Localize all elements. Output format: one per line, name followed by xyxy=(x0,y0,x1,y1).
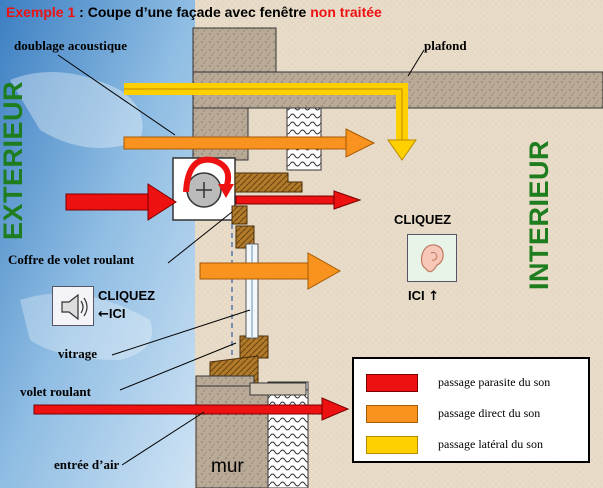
arrow-up-icon: ↑ xyxy=(428,289,440,304)
label-coffre: Coffre de volet roulant xyxy=(8,252,135,267)
legend-label: passage latéral du son xyxy=(438,437,543,451)
label-entree: entrée d’air xyxy=(54,457,120,472)
ici-right: ICI ↑ xyxy=(408,288,439,304)
cliquez-right-text: CLIQUEZ xyxy=(394,212,452,227)
legend-item: passage latéral du son xyxy=(366,436,586,454)
title-body: : Coupe d’une façade avec fenêtre xyxy=(75,4,311,20)
speaker-click-zone[interactable]: CLIQUEZ ←ICI xyxy=(52,286,172,330)
parasitic-sound-arrow-vent xyxy=(33,397,350,421)
diagram-title: Exemple 1 : Coupe d’une façade avec fenê… xyxy=(6,4,382,20)
direct-sound-arrow-upper xyxy=(123,128,376,158)
ear-icon[interactable] xyxy=(407,234,457,282)
parasitic-sound-arrow-box xyxy=(65,183,177,221)
shutter-box-curved-arrow xyxy=(183,156,234,198)
lateral-sound-arrow xyxy=(124,83,417,161)
parasitic-sound-arrow-frame xyxy=(235,190,362,210)
legend-swatch-direct xyxy=(366,405,418,423)
legend-item: passage direct du son xyxy=(366,405,586,423)
ear-click-zone[interactable]: CLIQUEZ ICI ↑ xyxy=(392,212,472,304)
legend-label: passage parasite du son xyxy=(438,375,551,389)
legend-label: passage direct du son xyxy=(438,406,541,420)
legend-swatch-lateral xyxy=(366,436,418,454)
label-interieur: INTERIEUR xyxy=(524,139,554,290)
label-volet: volet roulant xyxy=(20,384,91,399)
label-plafond: plafond xyxy=(424,38,467,53)
legend: passage parasite du son passage direct d… xyxy=(352,357,590,463)
cliquez-left-text: CLIQUEZ xyxy=(98,288,156,303)
label-mur: mur xyxy=(211,456,244,477)
legend-item: passage parasite du son xyxy=(366,374,586,392)
ici-left-text: ICI xyxy=(108,306,126,321)
arrow-left-icon: ← xyxy=(98,307,109,322)
legend-swatch-parasite xyxy=(366,374,418,392)
leader-lines xyxy=(57,49,425,466)
title-highlight: non traitée xyxy=(310,4,382,20)
ici-right-text: ICI xyxy=(408,288,425,303)
speaker-icon[interactable] xyxy=(52,286,94,326)
label-exterieur: EXTERIEUR xyxy=(0,80,28,240)
title-example: Exemple 1 xyxy=(6,4,76,20)
label-vitrage: vitrage xyxy=(58,346,97,361)
direct-sound-arrow-middle xyxy=(199,252,342,290)
ici-left: ←ICI xyxy=(98,306,126,322)
label-doublage: doublage acoustique xyxy=(14,38,128,53)
